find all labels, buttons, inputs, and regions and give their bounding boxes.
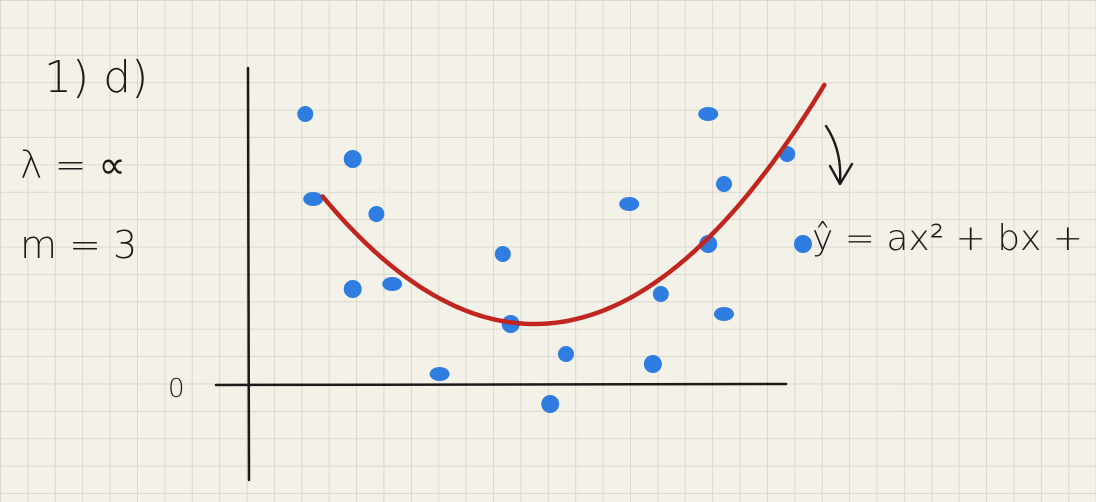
problem-label: 1) d) — [44, 52, 148, 103]
data-point — [494, 246, 511, 262]
equation-text: ŷ = ax² + bx + c — [812, 218, 1096, 259]
data-point — [382, 277, 403, 291]
fitted-curve — [320, 82, 827, 327]
lambda-text: λ = ∝ — [20, 143, 126, 187]
data-point — [714, 307, 734, 321]
data-point — [303, 192, 324, 206]
y-axis — [246, 66, 251, 482]
data-point — [652, 286, 669, 302]
data-point — [643, 355, 662, 373]
data-point — [794, 235, 812, 253]
x-axis — [214, 382, 788, 387]
data-point — [541, 395, 560, 413]
data-point — [368, 206, 385, 222]
data-point — [716, 176, 732, 192]
data-point — [698, 107, 719, 121]
data-point — [558, 346, 574, 362]
data-points — [297, 106, 812, 413]
data-point — [619, 197, 640, 211]
data-point — [429, 367, 450, 381]
data-point — [297, 106, 314, 122]
arrowhead-icon — [828, 162, 854, 186]
m-text: m = 3 — [20, 223, 137, 267]
data-point — [343, 150, 362, 168]
arrow-down-icon — [824, 124, 842, 184]
data-point — [343, 280, 362, 298]
zero-label: 0 — [168, 374, 185, 404]
